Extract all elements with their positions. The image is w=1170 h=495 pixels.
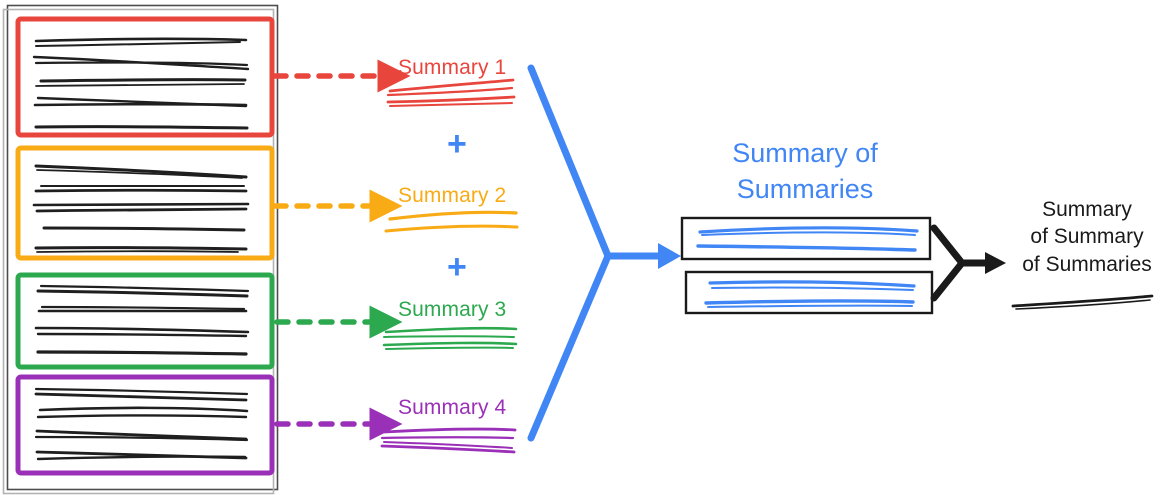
summary-2-label: Summary 2 (398, 184, 507, 207)
document-group-1[interactable] (15, 16, 516, 138)
summary-4-scribble (380, 427, 517, 454)
document-group-3-text-lines (34, 284, 250, 356)
final-summary-line-2: of Summary (1030, 225, 1144, 249)
sos-box-1-lines (696, 226, 919, 252)
document-group-3-box (15, 272, 275, 370)
summary-2-scribble (384, 210, 519, 233)
merge-arrow-black (930, 224, 1006, 302)
document-group-1-text-lines (32, 37, 250, 130)
document-group-1-box (15, 16, 275, 138)
source-documents-container (6, 4, 279, 491)
document-group-4-text-lines (34, 387, 249, 461)
document-group-4-box (15, 374, 275, 476)
summary-1-label: Summary 1 (398, 56, 507, 79)
summary-of-summaries-boxes[interactable] (680, 216, 934, 315)
final-summary-line-3: of Summaries (1022, 252, 1152, 276)
sos-box-1 (680, 216, 932, 261)
document-group-3[interactable] (15, 272, 518, 370)
summary-3-label: Summary 3 (398, 298, 507, 321)
summary-of-summaries-title: Summary of Summaries (732, 138, 878, 204)
document-group-4[interactable] (15, 374, 517, 476)
sos-box-2-lines (704, 280, 916, 308)
summary-3-scribble (382, 326, 518, 350)
final-summary-scribble (1011, 294, 1154, 310)
summary-1-scribble (386, 78, 516, 107)
final-summary-line-1: Summary (1042, 198, 1132, 221)
plus-sign-1: + (447, 125, 467, 163)
document-group-2-text-lines (32, 164, 250, 253)
merge-arrow-blue (527, 64, 681, 442)
document-group-2[interactable] (15, 145, 519, 261)
final-summary-label: Summary of Summary of Summaries (1008, 196, 1166, 278)
summary-4-label: Summary 4 (398, 396, 507, 419)
plus-sign-2: + (447, 248, 467, 286)
